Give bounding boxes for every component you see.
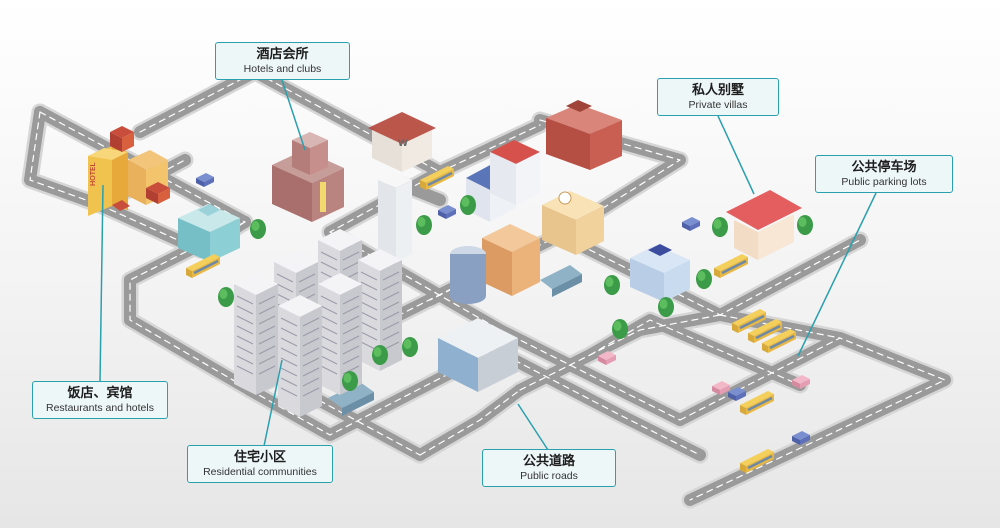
label-hotels-clubs-en: Hotels and clubs xyxy=(243,63,322,75)
label-public-roads-zh: 公共道路 xyxy=(522,454,575,469)
road-bridge xyxy=(328,265,582,416)
label-residential: 住宅小区 Residential communities xyxy=(187,445,333,483)
label-restaurants-hotels-zh: 饭店、宾馆 xyxy=(67,386,133,401)
label-hotels-clubs-zh: 酒店会所 xyxy=(256,47,309,62)
building-round-office xyxy=(450,246,486,304)
building-clock-tower xyxy=(542,191,604,255)
building-restaurant-hotel: HOTEL xyxy=(88,126,170,216)
label-private-villas-en: Private villas xyxy=(688,99,748,111)
label-private-villas: 私人别墅 Private villas xyxy=(657,78,779,116)
hotel-sign: HOTEL xyxy=(89,163,97,186)
label-public-roads: 公共道路 Public roads xyxy=(482,449,616,487)
label-public-parking-en: Public parking lots xyxy=(841,176,927,188)
label-residential-zh: 住宅小区 xyxy=(233,450,286,465)
building-w-hotel: W xyxy=(368,112,436,172)
w-sign: W xyxy=(398,139,408,149)
building-hotel-club xyxy=(272,132,344,222)
label-public-parking: 公共停车场 Public parking lots xyxy=(815,155,953,193)
label-public-roads-en: Public roads xyxy=(520,470,578,482)
building-private-villa xyxy=(726,190,802,260)
label-private-villas-zh: 私人别墅 xyxy=(691,83,744,98)
building-red-brick xyxy=(546,100,622,170)
label-hotels-clubs: 酒店会所 Hotels and clubs xyxy=(215,42,350,80)
building-small-blue xyxy=(630,244,690,302)
label-public-parking-zh: 公共停车场 xyxy=(851,160,917,175)
label-residential-en: Residential communities xyxy=(203,466,317,478)
label-restaurants-hotels: 饭店、宾馆 Restaurants and hotels xyxy=(32,381,168,419)
building-white-tower xyxy=(378,172,412,262)
building-orange-office xyxy=(482,224,540,296)
building-office-teal xyxy=(178,204,240,262)
building-public-gray xyxy=(438,318,518,392)
label-restaurants-hotels-en: Restaurants and hotels xyxy=(46,402,154,414)
